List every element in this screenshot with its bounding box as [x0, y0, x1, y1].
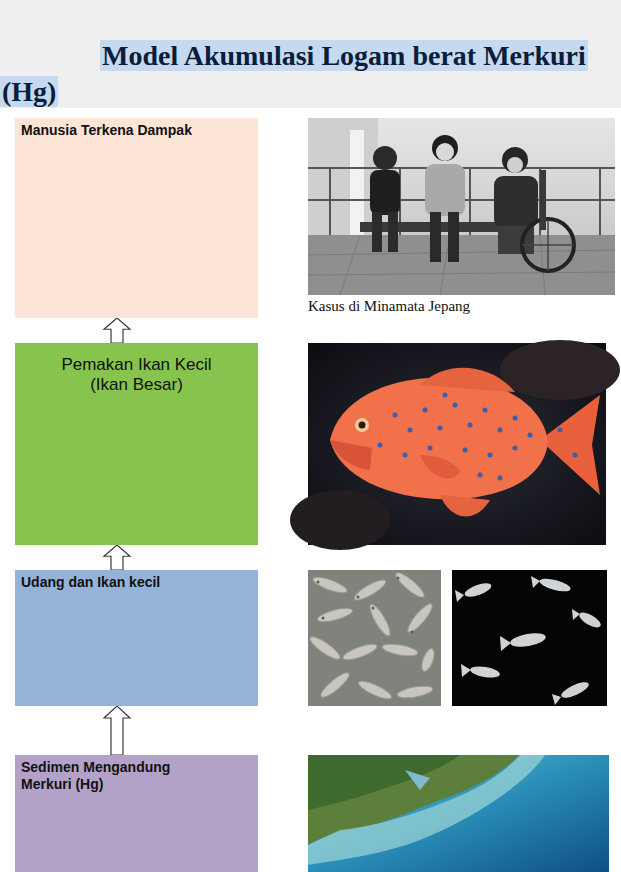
shrimp-photo — [307, 570, 441, 706]
node-label: Pemakan Ikan Kecil (Ikan Besar) — [49, 355, 224, 396]
flow-arrow — [104, 706, 130, 755]
minamata-photo — [308, 118, 615, 295]
prey-box: Udang dan Ikan kecil — [15, 570, 258, 706]
title-text: Model Akumulasi Logam berat Merkuri (Hg) — [0, 40, 588, 107]
diagram-title: Model Akumulasi Logam berat Merkuri (Hg) — [0, 38, 613, 110]
impact-box: Manusia Terkena Dampak — [15, 118, 258, 318]
node-label: Sedimen Mengandung Merkuri (Hg) — [21, 759, 193, 793]
sediment-box: Sedimen Mengandung Merkuri (Hg) — [15, 755, 258, 872]
predator-box: Pemakan Ikan Kecil (Ikan Besar) — [15, 343, 258, 545]
flow-arrow — [104, 545, 130, 570]
photo-caption: Kasus di Minamata Jepang — [308, 298, 470, 315]
title-band — [0, 0, 621, 108]
sediment-photo — [308, 755, 609, 872]
grouper-photo — [290, 340, 620, 550]
node-label: Manusia Terkena Dampak — [21, 122, 252, 139]
small-fish-photo — [452, 570, 607, 706]
flow-arrow — [104, 318, 130, 343]
node-label: Udang dan Ikan kecil — [21, 574, 252, 591]
